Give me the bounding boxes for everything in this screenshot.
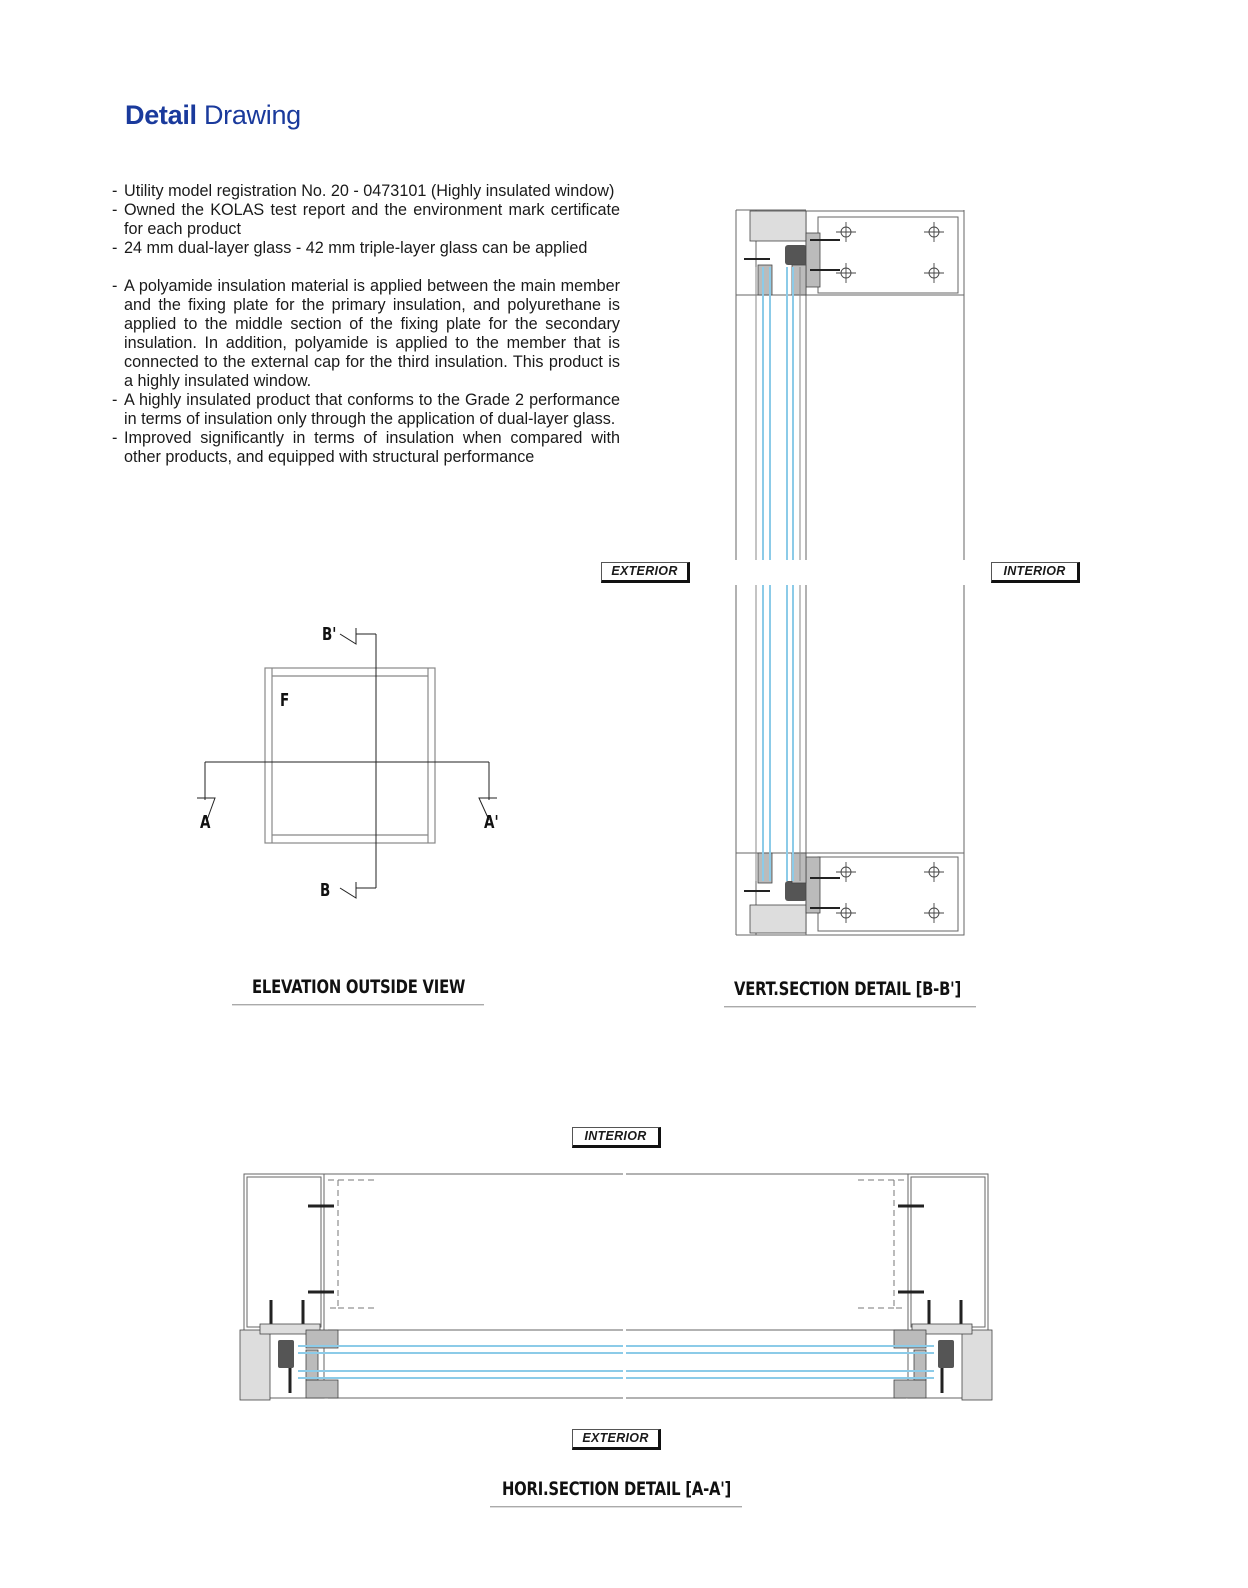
section-label-a-prime: A' [484, 812, 499, 833]
vertical-section-caption: VERT.SECTION DETAIL [B-B'] [734, 978, 962, 1000]
page-title-regular: Drawing [203, 100, 301, 130]
elevation-drawing [197, 628, 497, 899]
section-label-a: A [200, 812, 211, 833]
exterior-tag-horizontal: EXTERIOR [572, 1429, 661, 1450]
panel-label: F [280, 690, 290, 711]
feature-item: 24 mm dual-layer glass - 42 mm triple-la… [112, 239, 620, 258]
section-label-b: B [320, 880, 331, 901]
elevation-caption: ELEVATION OUTSIDE VIEW [252, 976, 466, 998]
interior-tag-horizontal: INTERIOR [572, 1127, 661, 1148]
feature-item: A highly insulated product that conforms… [112, 391, 620, 429]
feature-list: Utility model registration No. 20 - 0473… [112, 182, 620, 467]
elevation-caption-underline [232, 1004, 484, 1006]
horizontal-section-drawing [239, 1173, 993, 1401]
horizontal-section-caption: HORI.SECTION DETAIL [A-A'] [502, 1478, 732, 1500]
exterior-tag-vertical: EXTERIOR [601, 562, 690, 583]
feature-item: Utility model registration No. 20 - 0473… [112, 182, 620, 201]
interior-tag-vertical: INTERIOR [991, 562, 1080, 583]
vertical-section-drawing [735, 209, 965, 936]
page-title: Detail Drawing [125, 100, 301, 131]
vertical-caption-underline [724, 1006, 976, 1008]
horizontal-caption-underline [490, 1506, 742, 1508]
feature-item: A polyamide insulation material is appli… [112, 277, 620, 391]
feature-item: Improved significantly in terms of insul… [112, 429, 620, 467]
page-title-bold: Detail [125, 100, 197, 130]
feature-item: Owned the KOLAS test report and the envi… [112, 201, 620, 239]
section-label-b-prime: B' [322, 624, 337, 645]
